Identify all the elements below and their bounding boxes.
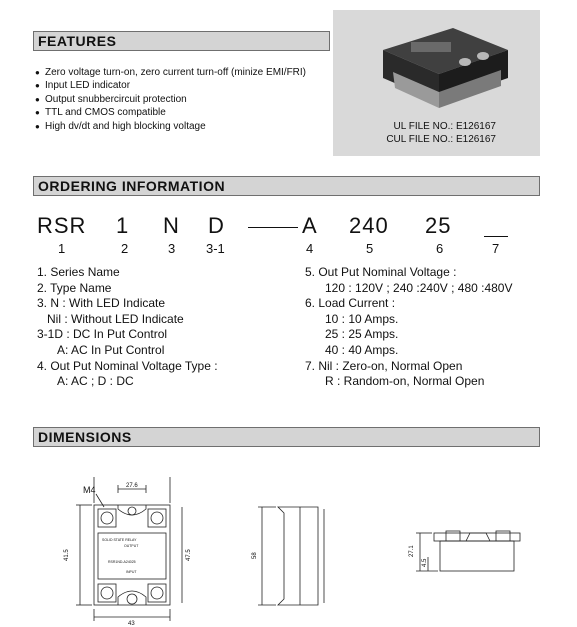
feature-item: High dv/dt and high blocking voltage (35, 120, 306, 134)
ordering-line: 10 : 10 Amps. (325, 311, 399, 326)
ordering-line: 3. N : With LED Indicate (37, 296, 166, 311)
ordering-title: ORDERING INFORMATION (38, 178, 226, 194)
front-view-drawing (76, 477, 183, 621)
ordering-line: 40 : 40 Amps. (325, 342, 399, 357)
code-token-control: D (208, 213, 225, 238)
dim-m4: M4 (83, 485, 96, 495)
code-number: 5 (366, 241, 374, 256)
relay-label-line: RSR1ND-A24025 (108, 560, 136, 564)
code-number: 6 (436, 241, 444, 256)
feature-item: TTL and CMOS compatible (35, 106, 306, 120)
dim-bottom: 43 (128, 621, 135, 627)
code-number: 3-1 (206, 241, 225, 256)
side-view-drawing (258, 506, 325, 606)
product-photo-panel: UL FILE NO.: E126167 CUL FILE NO.: E1261… (333, 10, 540, 156)
ordering-line: A: AC In Put Control (57, 342, 165, 357)
code-token-led: N (163, 213, 180, 238)
features-header: FEATURES (33, 31, 330, 51)
features-title: FEATURES (38, 33, 117, 49)
code-token-series: RSR (37, 213, 87, 238)
dim-end-height: 27.1 (409, 545, 415, 557)
code-token-voltage: 240 (349, 213, 389, 238)
ordering-left-column: 1. Series Name 2. Type Name 3. N : With … (37, 265, 218, 390)
ordering-line: 120 : 120V ; 240 :240V ; 480 :480V (325, 280, 513, 295)
feature-item: Zero voltage turn-on, zero current turn-… (35, 66, 306, 80)
dim-right: 47.5 (186, 549, 192, 561)
code-token-current: 25 (425, 213, 452, 238)
relay-photo (383, 28, 508, 108)
relay-label-line: OUTPUT (124, 544, 139, 548)
ordering-line: 2. Type Name (37, 280, 112, 295)
code-blank-underline (484, 236, 508, 237)
ul-file-number: UL FILE NO.: E126167 (393, 121, 496, 132)
ordering-line: 4. Out Put Nominal Voltage Type : (37, 358, 218, 373)
cul-file-number: CUL FILE NO.: E126167 (386, 134, 496, 145)
feature-item: Input LED indicator (35, 79, 306, 93)
dimensions-title: DIMENSIONS (38, 429, 132, 445)
code-dash (248, 227, 298, 228)
feature-item: Output snubbercircuit protection (35, 93, 306, 107)
ordering-right-column: 5. Out Put Nominal Voltage : 120 : 120V … (305, 265, 512, 390)
dimension-drawings: M4 27.6 41.5 47.5 43 SOLID STATE RELAY O… (64, 477, 521, 627)
ordering-line: 6. Load Current : (305, 296, 396, 311)
code-number: 1 (58, 241, 66, 256)
code-number: 3 (168, 241, 176, 256)
ordering-header: ORDERING INFORMATION (33, 176, 540, 196)
dim-side-height: 58 (252, 552, 258, 559)
dimensions-header: DIMENSIONS (33, 427, 540, 447)
code-token-type: 1 (116, 213, 130, 238)
end-view-drawing (416, 530, 521, 572)
code-token-output-type: A (302, 213, 318, 238)
features-list: Zero voltage turn-on, zero current turn-… (35, 66, 306, 133)
dim-end-small: 4.5 (422, 558, 428, 567)
code-number: 2 (121, 241, 129, 256)
relay-label-line: INPUT (126, 570, 137, 574)
ordering-line: 1. Series Name (37, 265, 120, 279)
ordering-line: 7. Nil : Zero-on, Normal Open (305, 358, 463, 373)
code-number: 7 (492, 241, 500, 256)
ordering-line: R : Random-on, Normal Open (325, 374, 485, 389)
relay-label-line: SOLID STATE RELAY (102, 538, 137, 542)
ordering-line: 3-1D : DC In Put Control (37, 327, 168, 342)
code-number: 4 (306, 241, 314, 256)
ordering-line: 5. Out Put Nominal Voltage : (305, 265, 457, 279)
dim-top: 27.6 (126, 483, 138, 489)
dim-left: 41.5 (64, 549, 70, 561)
ordering-line: A: AC ; D : DC (57, 374, 134, 389)
ordering-line: Nil : Without LED Indicate (47, 311, 184, 326)
ordering-line: 25 : 25 Amps. (325, 327, 399, 342)
